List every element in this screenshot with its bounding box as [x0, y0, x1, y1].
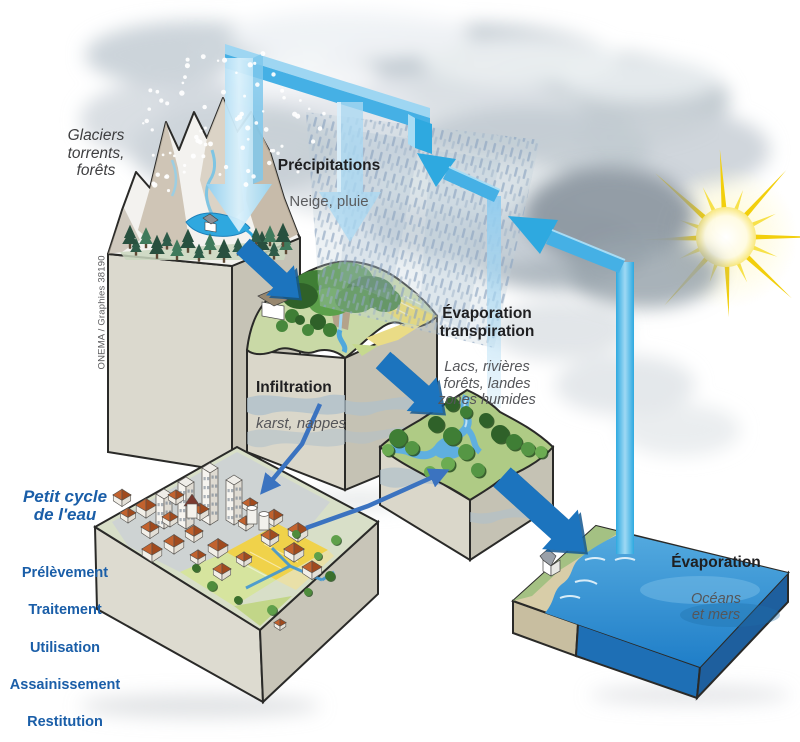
arrow-hill-to-city: [260, 403, 323, 495]
precipitation-ribbon: [225, 44, 430, 118]
evaporation-arrow-ocean: [508, 216, 626, 273]
evaporation-column-wetland: [487, 196, 501, 408]
evaporation-columns: [487, 196, 634, 554]
small-cycle-arrows: [260, 403, 450, 531]
rain-arrow: [319, 102, 381, 242]
atmosphere-arrows: [206, 44, 626, 273]
coast-house: [539, 548, 561, 577]
ribbon-bend: [415, 118, 432, 154]
mountain-house: [202, 213, 219, 233]
ribbon-bend-side: [408, 114, 415, 148]
snowflakes: [142, 51, 326, 193]
evaporation-column-ocean: [616, 262, 634, 554]
evaporation-arrow-wetland: [417, 153, 501, 202]
city-block: [93, 445, 380, 705]
precipitation-ribbon-front: [225, 54, 430, 132]
arrow-city-to-wetland: [305, 468, 450, 531]
runoff-arrows: [236, 238, 588, 555]
ocean-block: [511, 524, 790, 701]
